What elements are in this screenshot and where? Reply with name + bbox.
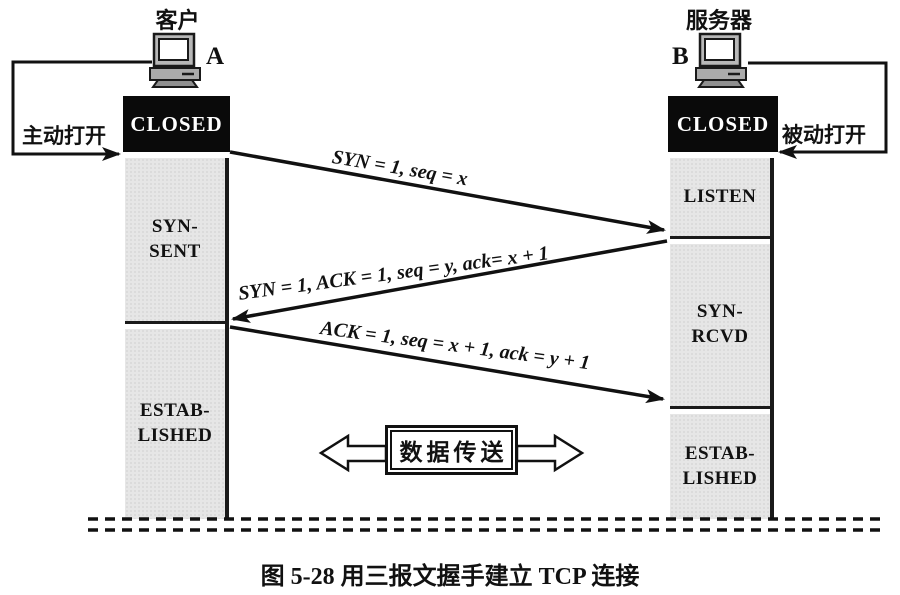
client-syn-sent-segment: SYN- SENT xyxy=(125,158,225,321)
client-title: 客户 xyxy=(155,8,200,33)
passive-open-label: 被动打开 xyxy=(782,123,866,147)
server-established-segment: ESTAB- LISHED xyxy=(670,414,770,519)
server-established-label: ESTAB- LISHED xyxy=(682,442,758,489)
client-computer-icon xyxy=(149,32,201,88)
server-listen-label: LISTEN xyxy=(683,185,757,207)
data-transfer-left-arrow-icon xyxy=(318,433,388,473)
monitor-screen xyxy=(704,38,735,61)
client-timeline: SYN- SENT ESTAB- LISHED xyxy=(125,158,229,519)
computer-base xyxy=(151,79,199,88)
server-timeline: LISTEN SYN- RCVD ESTAB- LISHED xyxy=(670,158,774,519)
client-established-label: ESTAB- LISHED xyxy=(137,400,213,446)
data-transfer-box: 数据传送 xyxy=(385,425,518,475)
active-open-label: 主动打开 xyxy=(22,124,106,148)
host-a-label: A xyxy=(206,43,225,70)
syn-message-label: SYN = 1, seq = x xyxy=(330,146,470,191)
data-transfer-right-arrow-icon xyxy=(515,433,585,473)
ack-message-label: ACK = 1, seq = x + 1, ack = y + 1 xyxy=(319,317,592,375)
server-syn-rcvd-segment: SYN- RCVD xyxy=(670,244,770,406)
client-state-divider xyxy=(125,321,225,324)
client-syn-sent-label: SYN- SENT xyxy=(149,215,201,262)
server-computer-icon xyxy=(695,32,747,88)
server-title: 服务器 xyxy=(685,8,752,33)
monitor-screen xyxy=(158,38,189,61)
client-established-segment: ESTAB- LISHED xyxy=(125,329,225,519)
server-syn-rcvd-label: SYN- RCVD xyxy=(691,301,749,347)
synack-message-label: SYN = 1, ACK = 1, seq = y, ack= x + 1 xyxy=(237,242,550,305)
server-listen-segment: LISTEN xyxy=(670,158,770,236)
computer-base xyxy=(697,79,745,88)
server-closed-state: CLOSED xyxy=(668,96,778,152)
client-closed-state: CLOSED xyxy=(123,96,230,152)
syn-message-arrow xyxy=(229,150,666,234)
host-b-label: B xyxy=(672,43,689,70)
data-transfer-label: 数据传送 xyxy=(390,430,513,470)
server-state-divider-1 xyxy=(670,236,770,239)
server-state-divider-2 xyxy=(670,406,770,409)
figure-caption: 图 5-28 用三报文握手建立 TCP 连接 xyxy=(260,564,640,590)
